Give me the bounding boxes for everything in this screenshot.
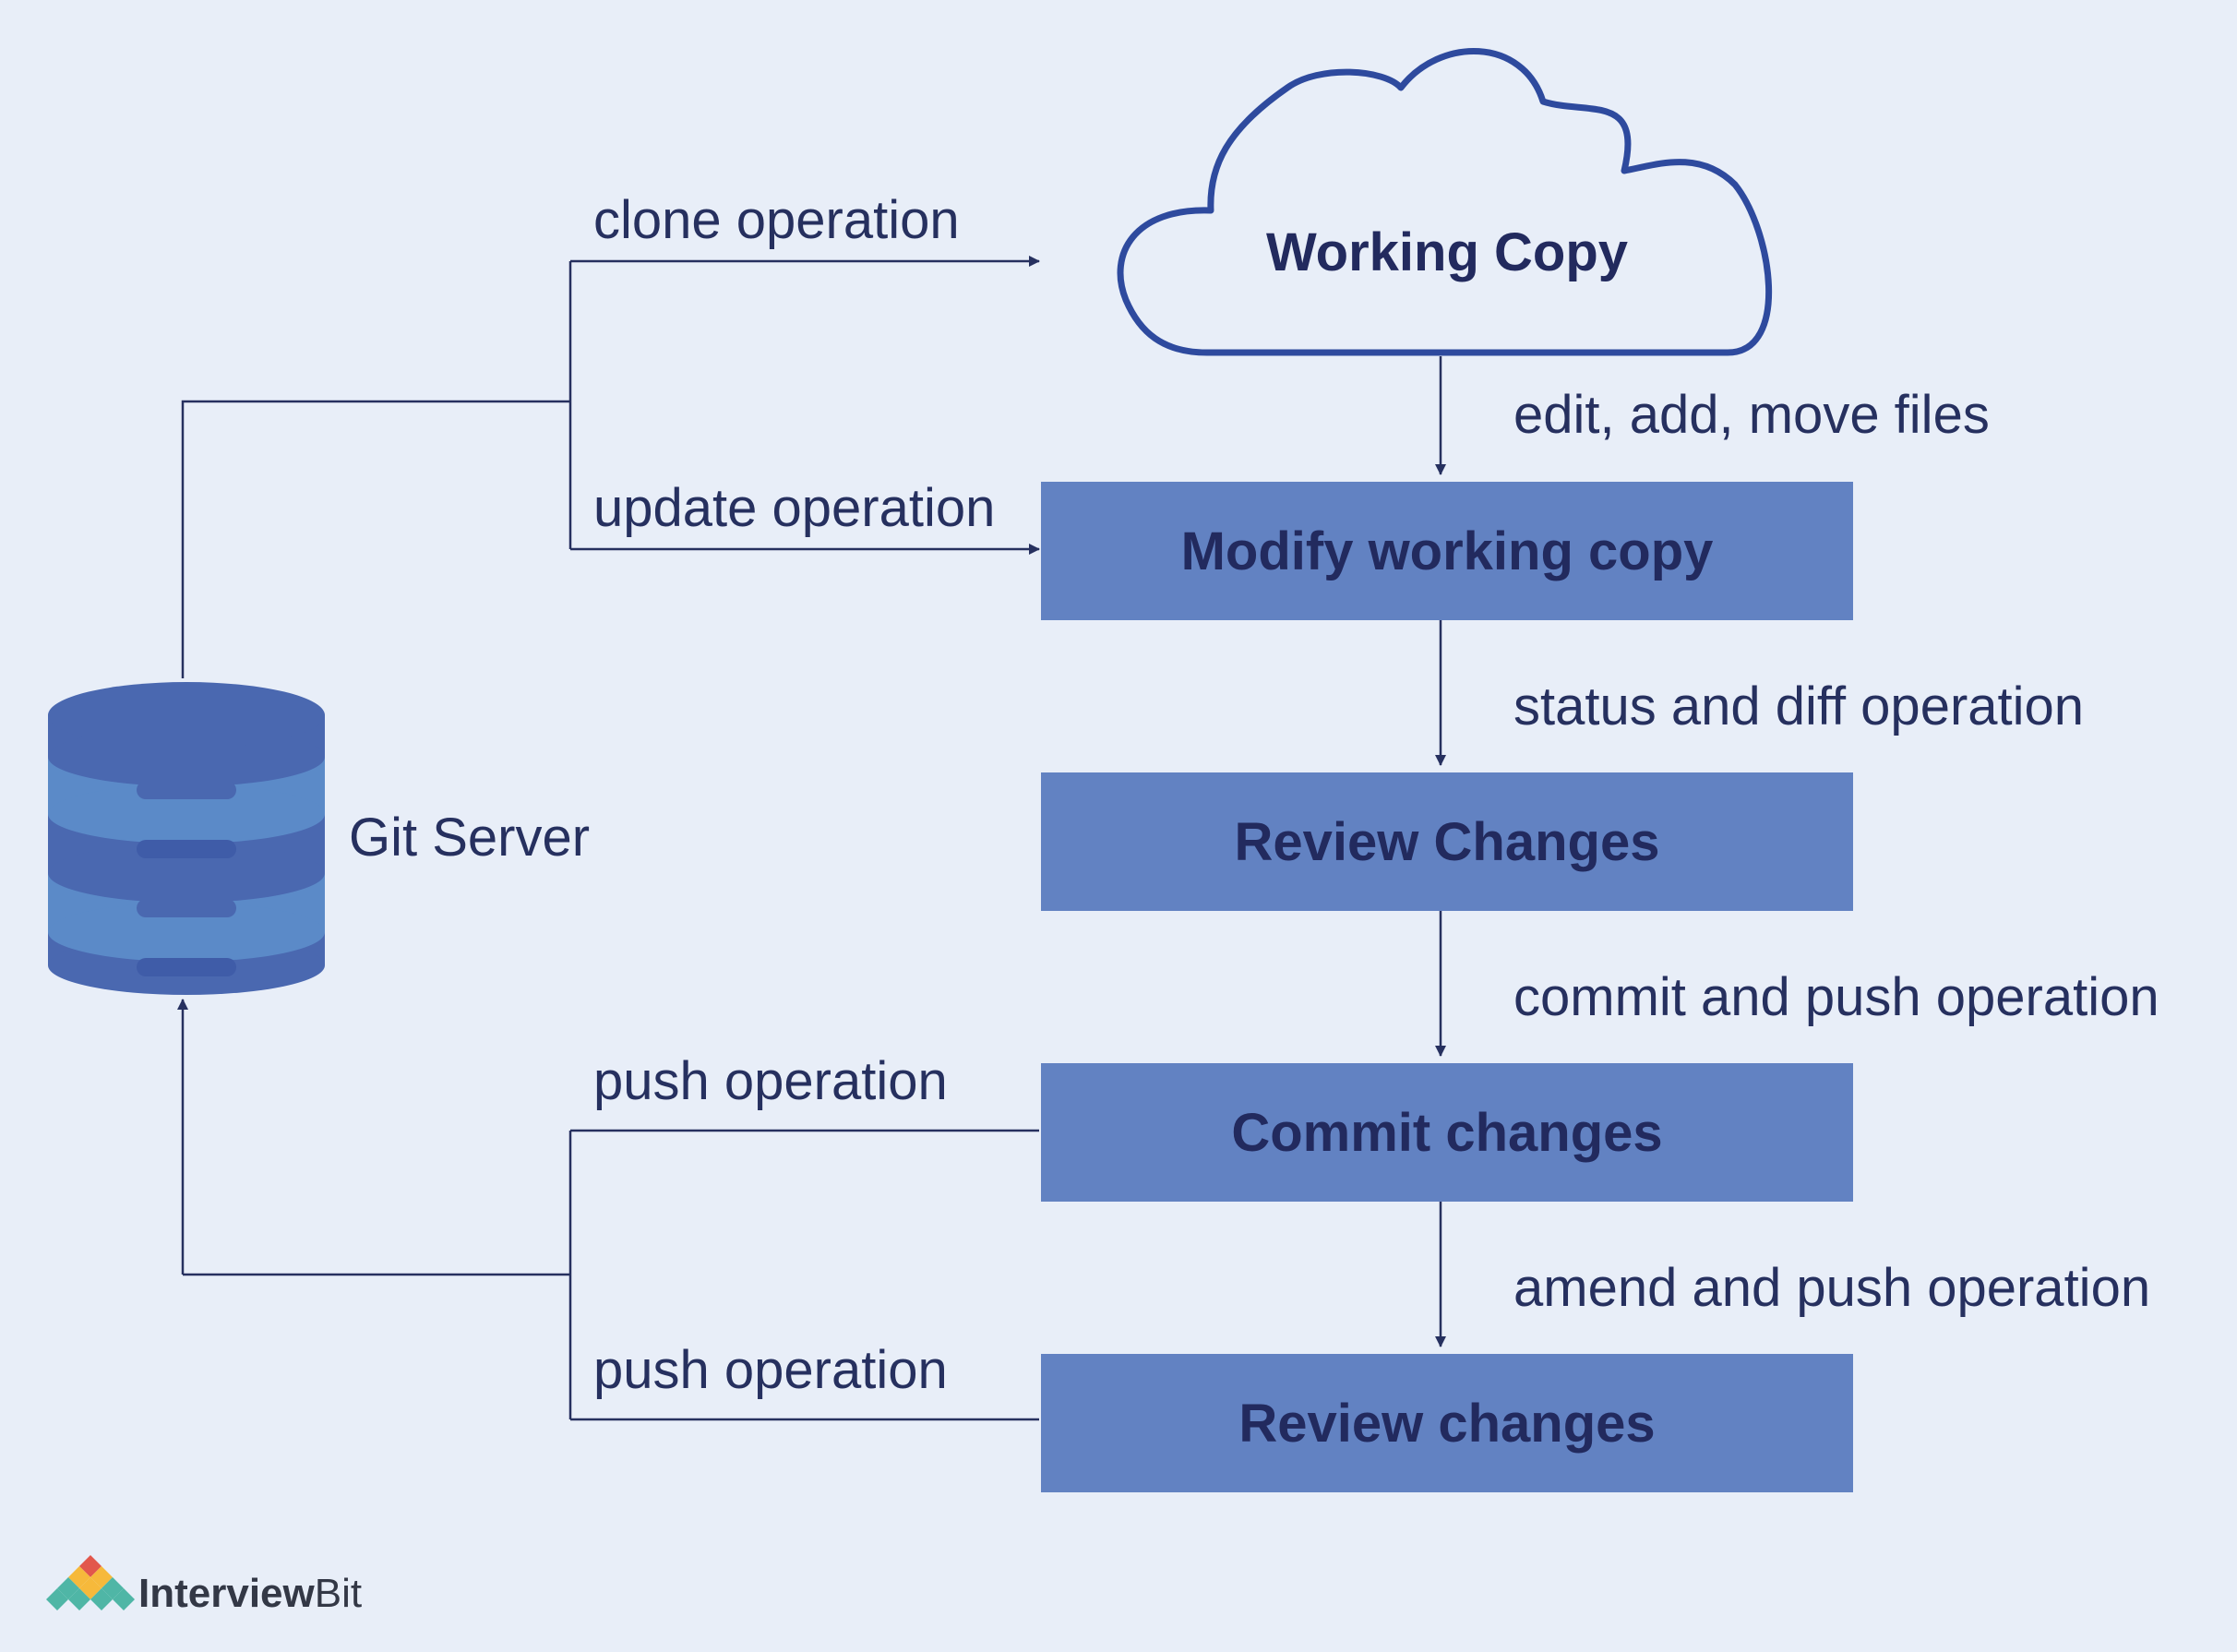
logo-text-bold: Interview xyxy=(138,1571,315,1616)
review-changes-final-box: Review changes xyxy=(1041,1354,1853,1492)
box-label: Review changes xyxy=(1238,1393,1656,1454)
box-label: Modify working copy xyxy=(1180,521,1714,581)
logo-text-regular: Bit xyxy=(314,1571,363,1616)
box-label: Review Changes xyxy=(1234,811,1660,872)
interviewbit-logo-mark xyxy=(46,1555,135,1610)
working-copy-title: Working Copy xyxy=(1265,222,1629,282)
interviewbit-logo: InterviewBit xyxy=(138,1571,362,1617)
git-server-label: Git Server xyxy=(349,808,591,868)
commit-push-label: commit and push operation xyxy=(1513,967,2159,1027)
box-label: Commit changes xyxy=(1231,1102,1663,1163)
amend-push-label: amend and push operation xyxy=(1513,1258,2151,1318)
commit-changes-box: Commit changes xyxy=(1041,1063,1853,1202)
database-icon xyxy=(48,682,325,995)
review-changes-box: Review Changes xyxy=(1041,772,1853,911)
update-operation-label: update operation xyxy=(593,478,996,538)
cloud-shape xyxy=(1117,48,1773,356)
push-connector xyxy=(177,999,1039,1421)
edit-add-move-label: edit, add, move files xyxy=(1513,385,1990,445)
clone-update-connector xyxy=(181,256,1040,678)
modify-working-copy-box: Modify working copy xyxy=(1041,482,1853,620)
status-diff-label: status and diff operation xyxy=(1513,676,2085,736)
push-operation-label-2: push operation xyxy=(593,1340,948,1400)
push-operation-label-1: push operation xyxy=(593,1051,948,1111)
clone-operation-label: clone operation xyxy=(593,190,960,250)
